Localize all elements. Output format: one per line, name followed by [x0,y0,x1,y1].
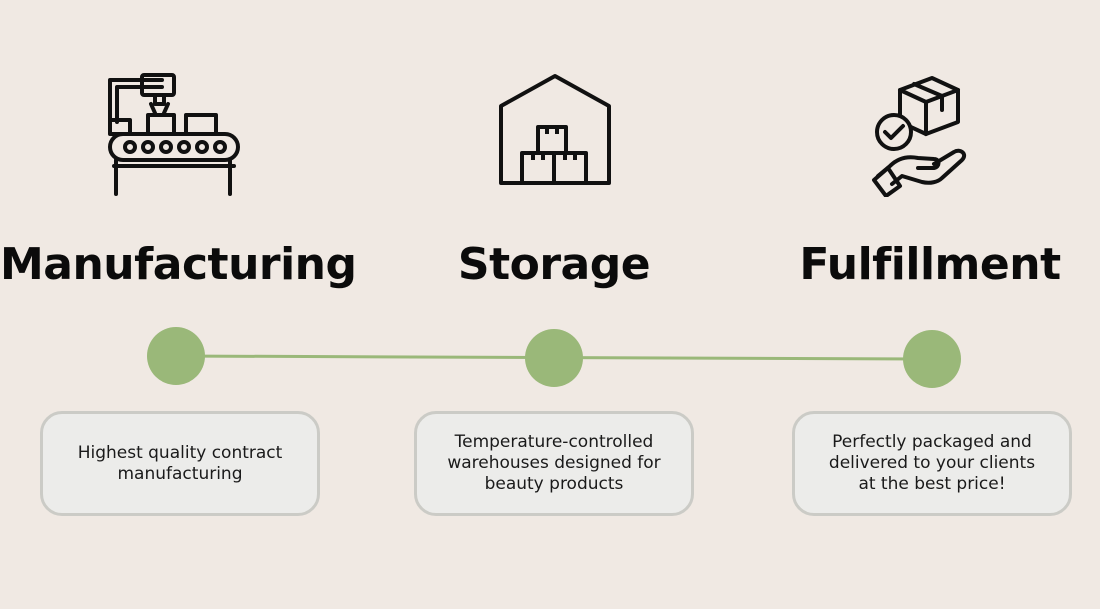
step-title-manufacturing: Manufacturing [0,239,357,290]
step-title-fulfillment: Fulfillment [799,239,1061,290]
conveyor-belt-robot-arm-icon [100,70,250,200]
description-text: Highest quality contract manufacturing [77,442,283,484]
description-card-manufacturing: Highest quality contract manufacturing [40,411,320,516]
package-hand-check-icon [870,72,975,197]
step-title-storage: Storage [457,239,651,290]
description-card-storage: Temperature-controlled warehouses design… [414,411,694,516]
description-text: Perfectly packaged and delivered to your… [828,432,1036,494]
description-card-fulfillment: Perfectly packaged and delivered to your… [792,411,1072,516]
description-text: Temperature-controlled warehouses design… [447,432,661,494]
warehouse-boxes-icon [495,70,615,188]
timeline-node-storage [525,329,583,387]
timeline-node-fulfillment [903,330,961,388]
timeline-node-manufacturing [147,327,205,385]
